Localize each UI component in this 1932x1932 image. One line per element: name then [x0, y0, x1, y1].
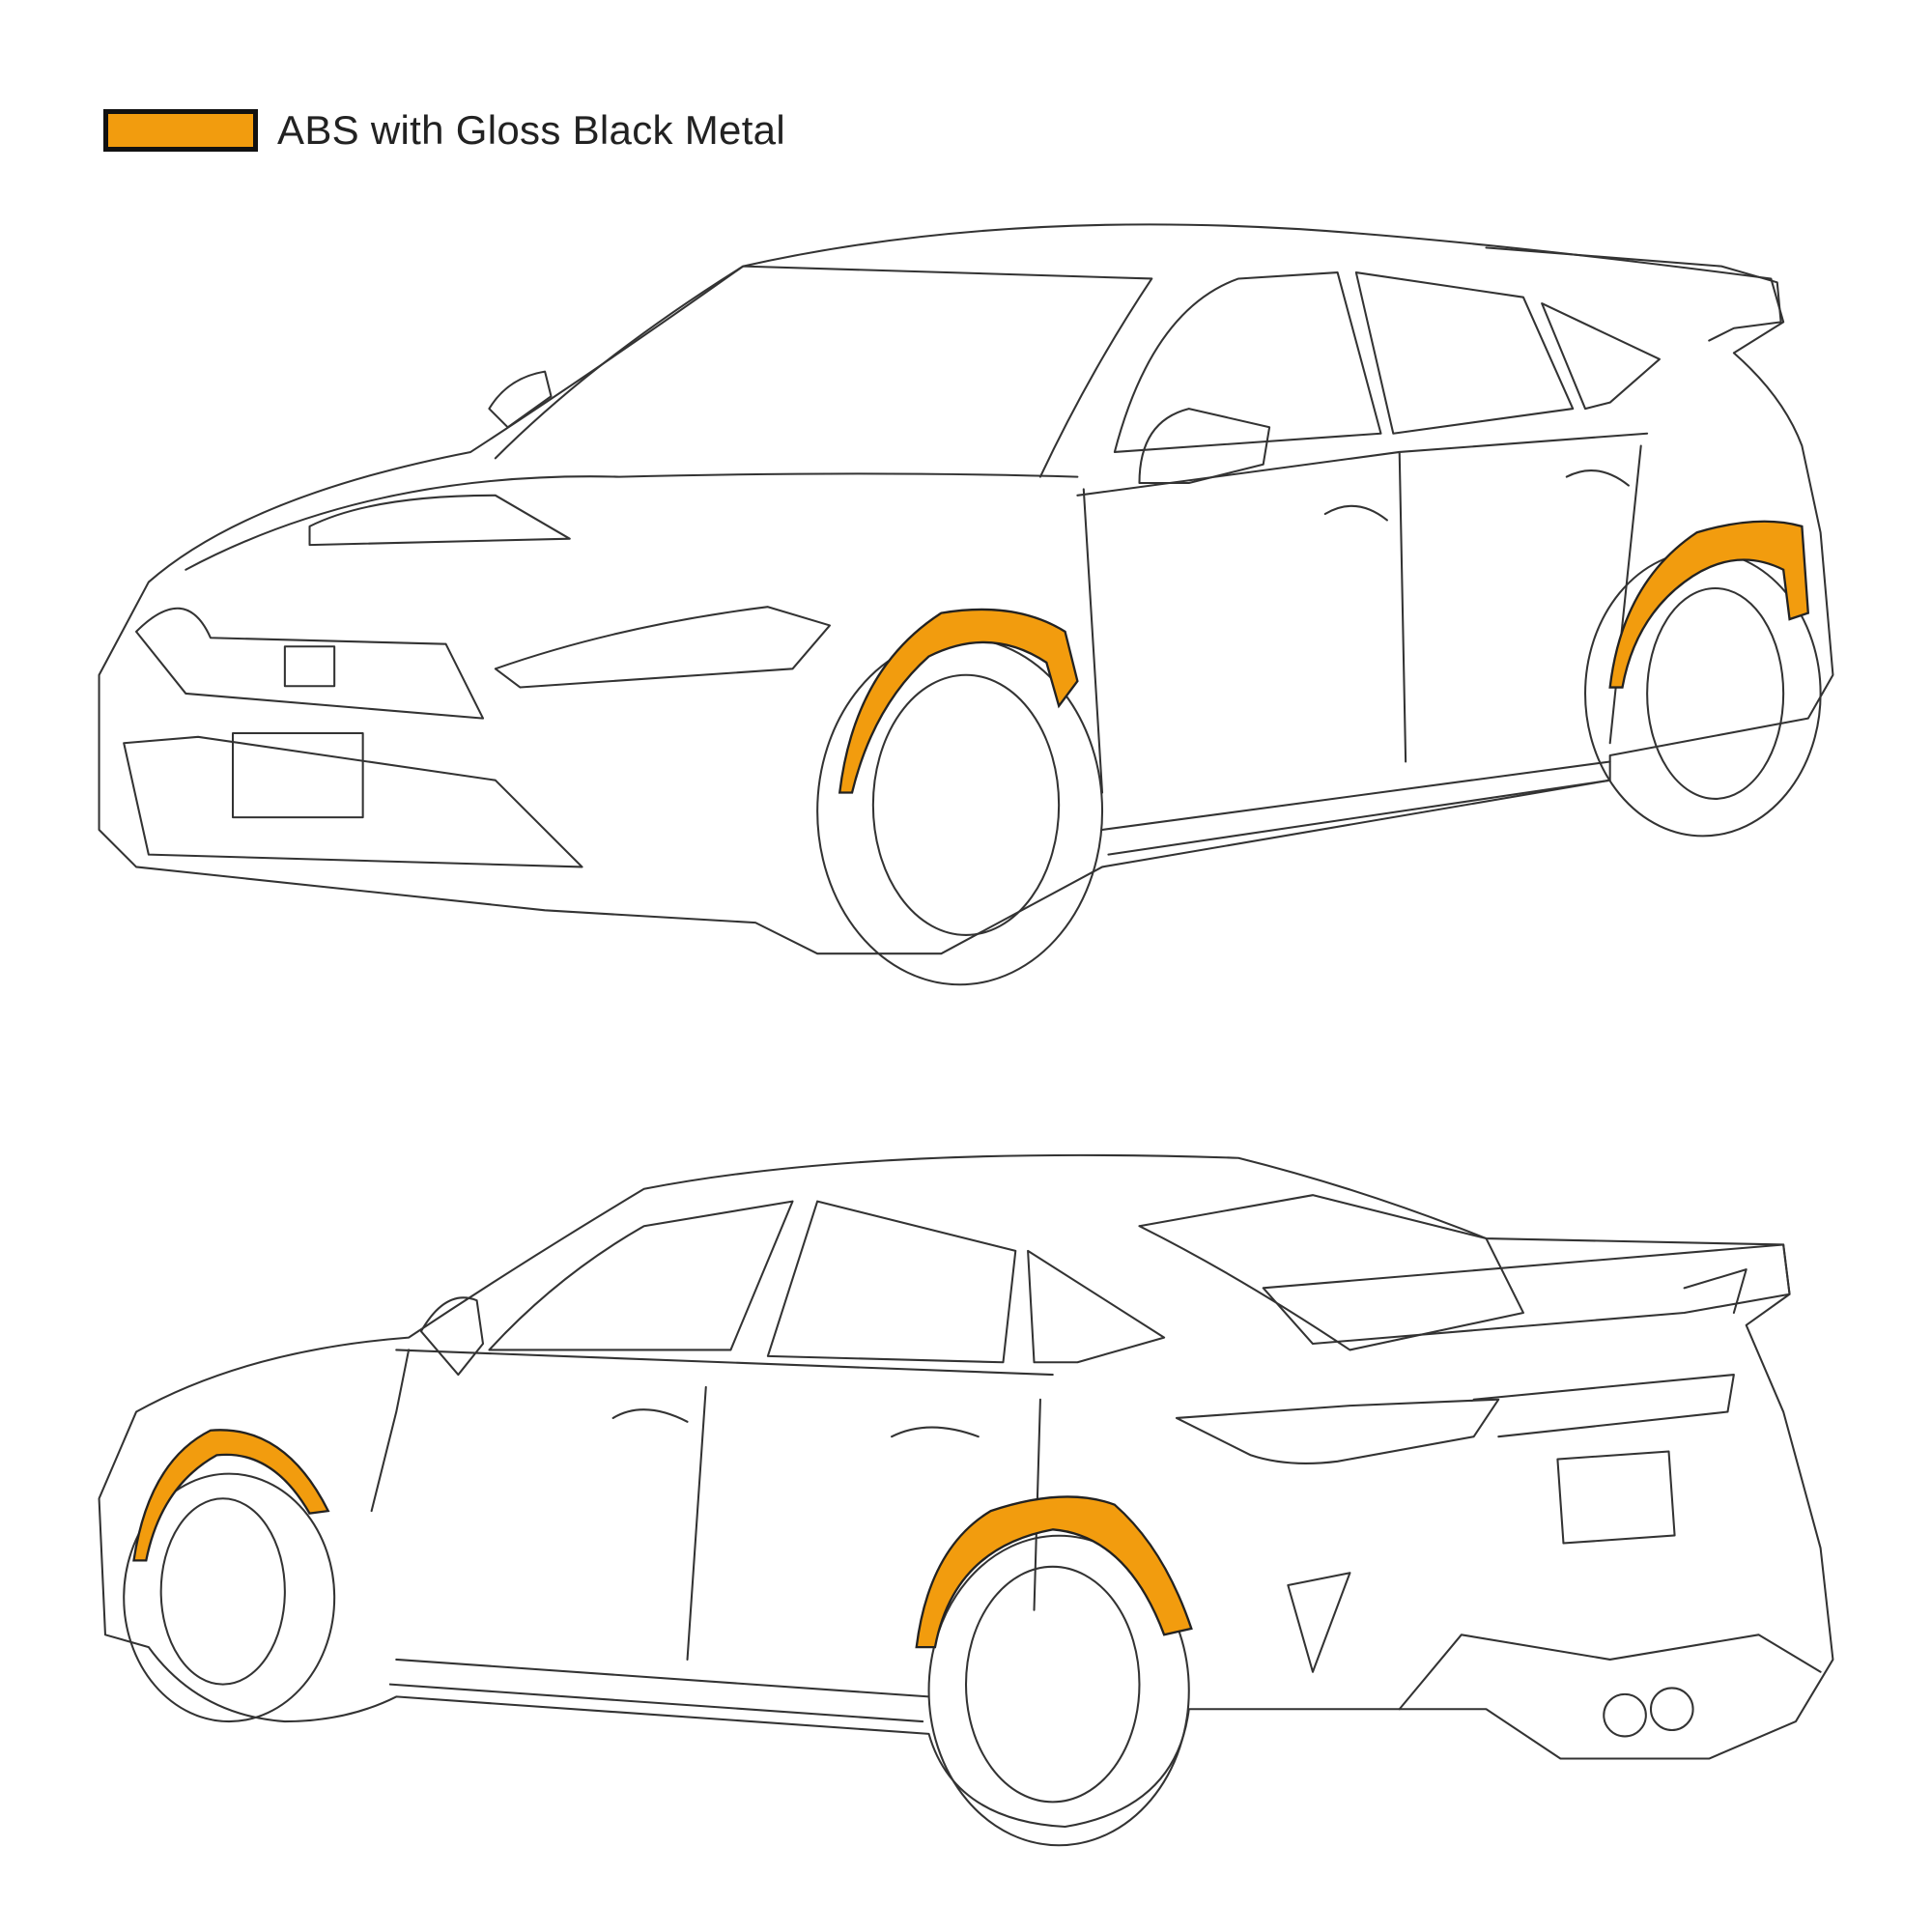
rear-fender-flare [1608, 520, 1810, 689]
rear-wing [1485, 246, 1782, 342]
rear-view-car [98, 1153, 1834, 1847]
door-handles [611, 1408, 980, 1438]
front-wheel [159, 1497, 286, 1686]
windshield [494, 265, 1153, 478]
exhaust-tip-right [1649, 1687, 1694, 1732]
doors [370, 1349, 1054, 1661]
legend-label: ABS with Gloss Black Metal [277, 107, 785, 153]
side-windows [1113, 271, 1661, 453]
rear-tire [1584, 550, 1822, 838]
front-tire [123, 1472, 336, 1723]
doors [1076, 432, 1649, 794]
rear-wing [1262, 1243, 1791, 1346]
front-wheel [871, 673, 1061, 936]
grille [123, 607, 583, 868]
car-body-outline [98, 1153, 1834, 1829]
front-view-car [98, 223, 1834, 986]
exhaust-tip-left [1603, 1692, 1647, 1738]
car-body-outline [98, 223, 1834, 955]
emblem [283, 645, 336, 688]
license-plate [232, 731, 364, 819]
legend-swatch [103, 109, 258, 152]
license-plate [1556, 1450, 1676, 1545]
rear-wheel [1646, 586, 1785, 800]
rear-wheel [964, 1565, 1141, 1804]
rear-windshield [1138, 1194, 1524, 1351]
taillight [1175, 1374, 1735, 1464]
side-windows [488, 1200, 1166, 1364]
legend: ABS with Gloss Black Metal [103, 107, 785, 154]
mirror [419, 1296, 485, 1377]
hood [185, 472, 1079, 571]
front-fender-flare [132, 1429, 330, 1562]
rear-fender-flare [915, 1495, 1193, 1649]
door-handles [1323, 469, 1630, 522]
headlight [494, 606, 831, 689]
diffuser [1287, 1572, 1822, 1711]
rear-tire [927, 1534, 1190, 1847]
mirror [488, 370, 1271, 485]
side-skirt [1101, 760, 1611, 856]
side-skirt [388, 1658, 930, 1723]
front-fender-flare [838, 608, 1079, 794]
